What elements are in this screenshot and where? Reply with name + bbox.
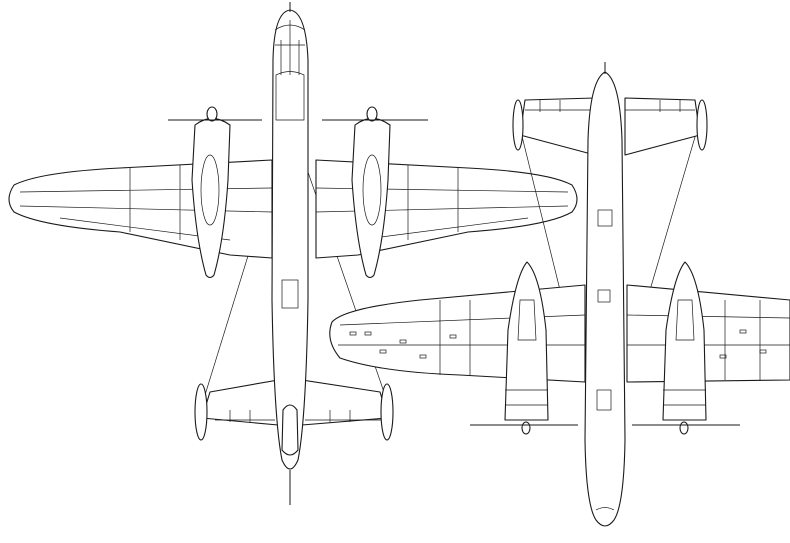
elevator-lines xyxy=(215,410,385,422)
fuselage xyxy=(584,71,626,527)
hatch-panel xyxy=(281,279,299,309)
fin-left xyxy=(194,383,208,441)
nose-glazing xyxy=(595,507,615,511)
spinner-right xyxy=(679,421,689,435)
hatch-panel xyxy=(597,289,611,303)
nacelle-left-detail xyxy=(200,154,220,226)
nacelle-left xyxy=(504,261,549,421)
fin-left xyxy=(512,99,524,151)
spinner-left xyxy=(521,421,531,435)
hatch-panel xyxy=(597,209,613,227)
main-wing xyxy=(8,159,578,259)
nacelle-right xyxy=(351,117,391,279)
nacelle-right-detail xyxy=(362,154,382,226)
aircraft-underside-view xyxy=(329,62,790,527)
wing-panel-lines xyxy=(338,300,790,380)
nacelle-left xyxy=(191,117,231,279)
nacelle-right xyxy=(662,261,707,421)
fuselage xyxy=(271,9,309,470)
wing-panel-lines xyxy=(19,165,569,241)
tail-gunner-position xyxy=(281,404,299,456)
spinner-right xyxy=(366,106,378,122)
elevator-lines xyxy=(525,100,695,112)
main-wing xyxy=(329,284,790,383)
bomb-bay-door xyxy=(596,389,612,411)
antenna-wire-right xyxy=(649,119,701,291)
fin-right xyxy=(380,383,394,441)
nose-glazing xyxy=(274,20,306,121)
nacelle-details xyxy=(505,299,706,406)
wing-inspection-panels xyxy=(349,329,767,359)
spinner-left xyxy=(206,106,218,122)
fin-right xyxy=(696,99,708,151)
antenna-wire-left xyxy=(517,119,561,291)
aircraft-top-view xyxy=(8,2,578,505)
